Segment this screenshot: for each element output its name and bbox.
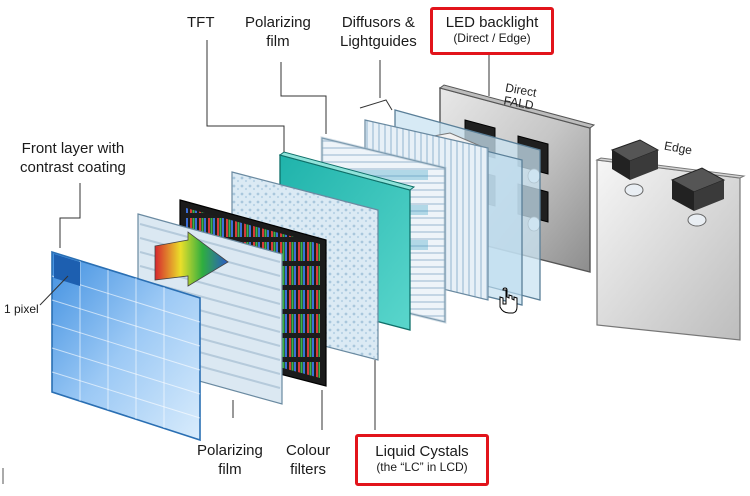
front-glass-layer [51,250,201,442]
label-diffusors-lightguides: Diffusors & Lightguides [340,14,417,50]
label-polarizing-film-top: Polarizing film [245,14,311,50]
label-colour-filters: Colour filters [286,442,331,478]
label-direct-fald: Direct FALD [502,80,538,113]
label-tft: TFT [187,14,215,31]
label-polarizing-film-bottom: Polarizing film [197,442,263,478]
label-front-layer: Front layer with contrast coating [20,140,126,176]
leader-lines [39,40,490,430]
pixel-highlight [54,254,80,286]
edge-led-right [670,167,726,227]
edge-backlight-panel [595,139,746,341]
label-one-pixel: 1 pixel [4,302,39,316]
label-led-backlight: LED backlight (Direct / Edge) [430,7,554,55]
light-arrow-rainbow-icon [154,231,229,287]
hand-cursor-icon [499,287,518,314]
edge-led-left [610,139,660,197]
label-liquid-crystals: Liquid Cystals (the “LC” in LCD) [355,434,489,486]
